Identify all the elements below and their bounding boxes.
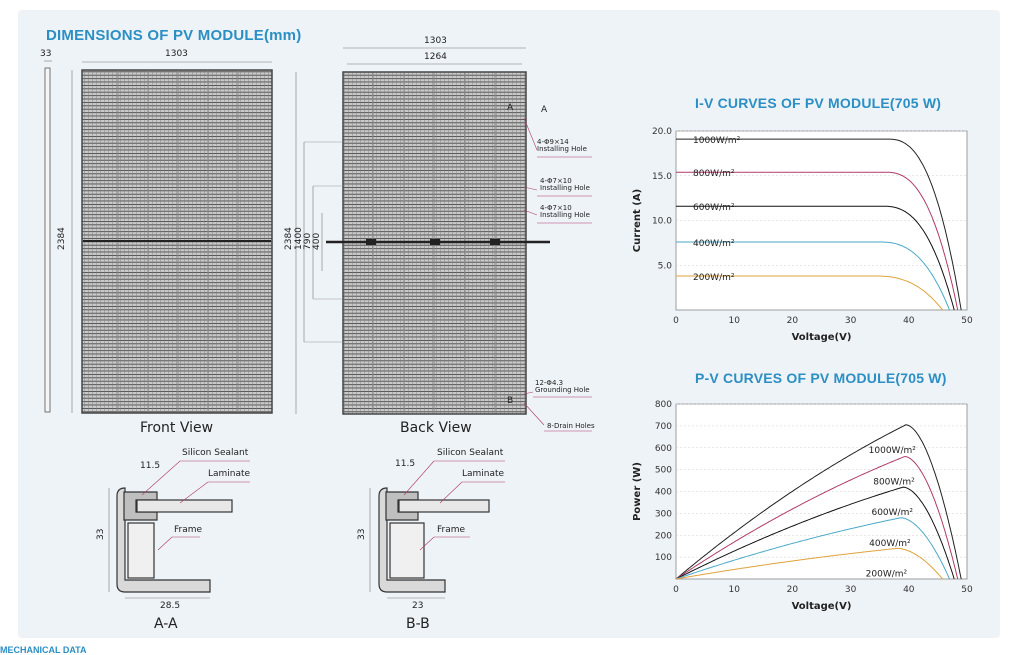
y-tick-label: 700 (655, 422, 672, 432)
series-label: 1000W/m² (869, 446, 917, 456)
aa-frame-label: Frame (174, 525, 203, 535)
y-tick-label: 100 (655, 553, 672, 563)
series-line (675, 547, 943, 580)
back-view-label: Back View (400, 420, 472, 436)
series-line (675, 456, 959, 580)
series-label: 400W/m² (869, 539, 911, 549)
series-label: 800W/m² (873, 478, 915, 488)
y-tick-label: 500 (655, 466, 672, 476)
x-tick-label: 20 (787, 585, 799, 595)
series-label: 400W/m² (693, 239, 735, 249)
front-frame-thickness-dim: 33 (40, 49, 52, 59)
aa-width-dim: 28.5 (160, 601, 181, 611)
series-line (676, 275, 943, 311)
frame-side-profile (44, 67, 51, 413)
y-tick-label: 300 (655, 509, 672, 519)
y-tick-label: 600 (655, 444, 672, 454)
series-label: 200W/m² (693, 273, 735, 283)
section-bb-drawing (378, 487, 490, 593)
back-width-outer-dim: 1303 (424, 36, 447, 46)
front-width-dim: 1303 (165, 49, 188, 59)
x-tick-label: 0 (673, 316, 679, 326)
series-line (675, 424, 962, 580)
section-aa-label: A-A (154, 616, 178, 632)
bb-frame-label: Frame (437, 525, 466, 535)
bb-width-dim: 23 (412, 601, 424, 611)
callout-drain-holes: 8-Drain Holes (547, 422, 595, 430)
x-tick-label: 40 (903, 585, 915, 595)
series-line (676, 171, 959, 311)
y-axis-label: Current (A) (632, 189, 643, 252)
back-width-inner-dim: 1264 (424, 52, 447, 62)
section-bb-label: B-B (406, 616, 430, 632)
x-axis-label: Voltage(V) (792, 332, 852, 343)
section-a-marker-outside: A (541, 105, 548, 115)
aa-sealant-label: Silicon Sealant (182, 448, 249, 458)
aa-top-dim: 11.5 (140, 461, 161, 471)
section-a-marker: A (507, 103, 514, 113)
series-label: 600W/m² (871, 508, 913, 518)
bb-laminate-label: Laminate (462, 469, 505, 479)
mechanical-data-heading: MECHANICAL DATA (0, 645, 87, 655)
section-aa-drawing (116, 487, 233, 593)
series-label: 800W/m² (693, 169, 735, 179)
y-tick-label: 400 (655, 488, 672, 498)
x-tick-label: 10 (728, 585, 740, 595)
section-b-marker: B (507, 396, 514, 406)
series-line (675, 486, 955, 580)
series-label: 200W/m² (866, 569, 908, 579)
dimensions-title: DIMENSIONS OF PV MODULE(mm) (46, 27, 302, 44)
aa-laminate-label: Laminate (208, 469, 251, 479)
x-tick-label: 0 (673, 585, 679, 595)
y-tick-label: 5.0 (658, 261, 673, 271)
pv-chart-title: P-V CURVES OF PV MODULE(705 W) (695, 370, 947, 386)
series-line (676, 241, 950, 311)
x-tick-label: 40 (903, 316, 915, 326)
y-tick-label: 200 (655, 531, 672, 541)
y-axis-label: Power (W) (632, 462, 643, 521)
y-tick-label: 10.0 (652, 217, 672, 227)
y-tick-label: 15.0 (652, 172, 672, 182)
x-tick-label: 50 (961, 316, 973, 326)
series-line (676, 205, 955, 311)
x-tick-label: 20 (787, 316, 799, 326)
series-line (675, 517, 950, 580)
y-tick-label: 20.0 (652, 127, 672, 137)
x-axis-label: Voltage(V) (792, 601, 852, 612)
iv-chart-title: I-V CURVES OF PV MODULE(705 W) (695, 95, 942, 111)
bb-top-dim: 11.5 (395, 459, 416, 469)
y-tick-label: 800 (655, 400, 672, 410)
x-tick-label: 10 (728, 316, 740, 326)
series-line (676, 138, 962, 311)
front-view-label: Front View (140, 420, 214, 436)
series-label: 1000W/m² (693, 136, 741, 146)
series-label: 600W/m² (693, 203, 735, 213)
x-tick-label: 30 (845, 585, 857, 595)
x-tick-label: 50 (961, 585, 973, 595)
x-tick-label: 30 (845, 316, 857, 326)
bb-sealant-label: Silicon Sealant (437, 448, 504, 458)
